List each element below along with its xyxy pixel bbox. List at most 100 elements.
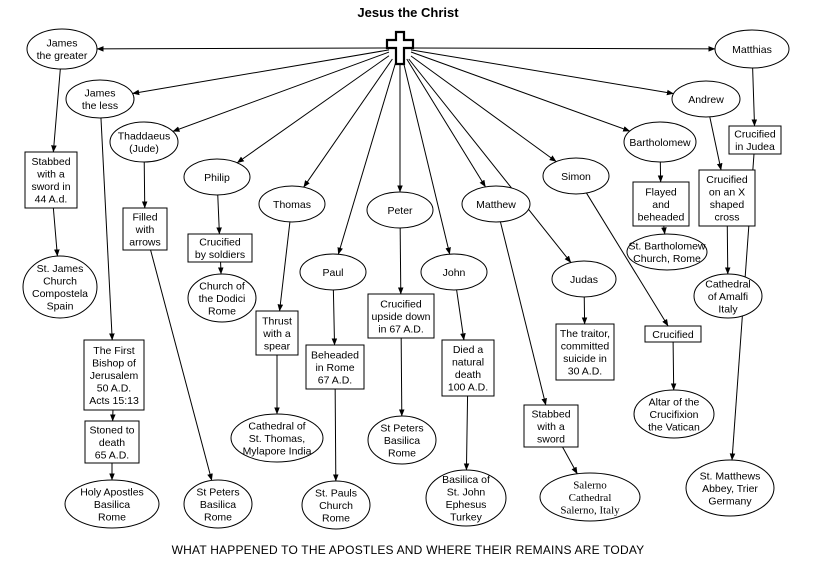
james-greater-shape: [26, 28, 98, 70]
matthew-label: Matthew: [476, 199, 516, 211]
matthias-label: Matthias: [732, 44, 772, 56]
ph-fate-shape: [187, 233, 253, 263]
diagram-footer: WHAT HAPPENED TO THE APOSTLES AND WHERE …: [171, 543, 645, 557]
jl-bishop-shape: [83, 339, 145, 411]
cross-icon: [385, 30, 415, 66]
arrow-cross-to-john: [402, 58, 451, 255]
tm-remains-shape: [230, 413, 324, 463]
arrow-cross-to-thomas: [303, 58, 393, 188]
si-fate-shape: [644, 325, 702, 343]
arrow-cross-to-matthias: [410, 46, 716, 52]
arrow-cross-to-bartholomew: [410, 51, 631, 132]
arrow-pa-fate-to-pa-remains: [332, 388, 339, 482]
th-remains-shape: [183, 479, 253, 529]
arrow-cross-to-philip: [236, 55, 390, 164]
thomas-label: Thomas: [273, 199, 311, 211]
ju-fate-shape: [555, 323, 615, 381]
node-bartholomew: Bartholomew: [623, 121, 697, 163]
node-matthias: Matthias: [714, 29, 790, 69]
si-fate-label: Crucified: [652, 329, 694, 341]
arrow-cross-to-james-less: [132, 49, 390, 96]
node-paul: Paul: [299, 253, 367, 291]
arrow-matthew-to-mt-fate: [499, 221, 547, 406]
paul-label: Paul: [322, 267, 343, 279]
matthew-shape: [461, 185, 531, 223]
an-fate-shape: [698, 169, 756, 227]
box-si-fate: Crucified: [644, 325, 702, 343]
arrow-jg-fate-to-jg-remains: [52, 207, 60, 257]
jg-fate-shape: [24, 151, 78, 209]
ph-remains-shape: [187, 273, 257, 323]
node-matthew: Matthew: [461, 185, 531, 223]
pa-fate-shape: [305, 344, 365, 390]
andrew-shape: [671, 80, 741, 118]
peter-label: Peter: [387, 205, 413, 217]
arrow-peter-to-pe-fate: [397, 227, 404, 295]
ba-fate-shape: [632, 181, 690, 227]
arrow-cross-to-james-greater: [96, 46, 390, 52]
mt-fate-shape: [523, 404, 579, 448]
simon-label: Simon: [561, 171, 591, 183]
arrow-ba-fate-to-ba-remains: [661, 225, 667, 235]
thaddaeus-label: Thaddaeus(Jude): [118, 131, 171, 156]
arrow-thomas-to-tm-fate: [277, 221, 291, 312]
node-simon: Simon: [542, 157, 610, 195]
philip-label: Philip: [204, 172, 230, 184]
john-label: John: [443, 267, 466, 279]
jl-fate-shape: [84, 420, 140, 464]
connector-lines: [51, 46, 758, 482]
simon-shape: [542, 157, 610, 195]
ms-fate-shape: [728, 125, 782, 155]
arrow-cross-to-simon: [410, 55, 557, 163]
si-remains-shape: [633, 389, 715, 439]
arrow-philip-to-ph-fate: [216, 194, 222, 235]
node-philip: Philip: [183, 158, 251, 196]
bartholomew-shape: [623, 121, 697, 163]
diagram-title: Jesus the Christ: [357, 5, 459, 20]
node-thaddaeus: Thaddaeus(Jude): [109, 121, 179, 163]
pa-remains-shape: [301, 480, 371, 530]
bartholomew-label: Bartholomew: [629, 137, 691, 149]
arrow-simon-to-si-fate: [586, 192, 669, 327]
node-judas: Judas: [551, 260, 617, 298]
arrow-pe-fate-to-pe-remains: [398, 337, 405, 417]
arrow-th-fate-to-th-remains: [150, 249, 213, 481]
peter-shape: [366, 191, 434, 229]
arrow-cross-to-andrew: [410, 49, 674, 96]
arrow-si-fate-to-si-remains: [670, 341, 677, 391]
thomas-shape: [258, 185, 326, 223]
james-less-shape: [65, 79, 135, 119]
th-fate-shape: [122, 207, 168, 251]
